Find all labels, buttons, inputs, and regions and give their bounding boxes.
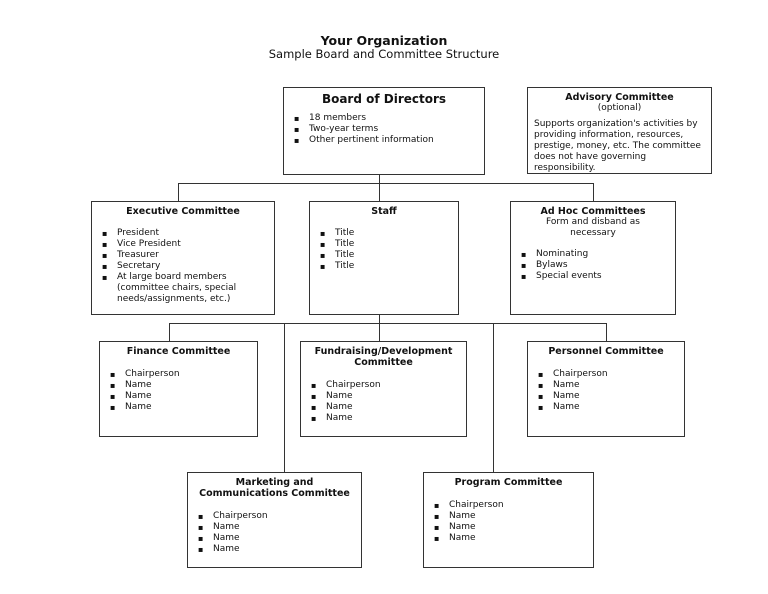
- personnel-title: Personnel Committee: [548, 346, 664, 357]
- connector-staff-up: [379, 183, 380, 201]
- list-item: Name: [536, 391, 676, 402]
- connector-level2-horizontal: [178, 183, 594, 184]
- advisory-description: Supports organization's activities by pr…: [534, 119, 701, 173]
- list-item: 18 members: [292, 113, 476, 124]
- list-item: Vice President: [100, 239, 266, 250]
- finance-list: Chairperson Name Name Name: [108, 369, 249, 413]
- list-item: Title: [318, 228, 450, 239]
- list-item: Name: [196, 533, 353, 544]
- list-item: Name: [432, 511, 585, 522]
- advisory-title: Advisory Committee: [565, 92, 674, 103]
- adhoc-subtitle: Form and disband as necessary: [546, 217, 640, 238]
- marketing-committee-box: Marketing and Communications Committee C…: [187, 472, 362, 568]
- list-item: Bylaws: [519, 260, 667, 271]
- marketing-list: Chairperson Name Name Name: [196, 511, 353, 555]
- connector-personnel-up: [606, 323, 607, 341]
- list-item: Title: [318, 261, 450, 272]
- list-item: Treasurer: [100, 250, 266, 261]
- list-item: Name: [196, 522, 353, 533]
- list-item: Name: [309, 413, 458, 424]
- personnel-list: Chairperson Name Name Name: [536, 369, 676, 413]
- list-item: Nominating: [519, 249, 667, 260]
- list-item: Name: [108, 380, 249, 391]
- adhoc-list: Nominating Bylaws Special events: [519, 249, 667, 282]
- list-item: Other pertinent information: [292, 135, 476, 146]
- list-item: Chairperson: [432, 500, 585, 511]
- board-of-directors-box: Board of Directors 18 members Two-year t…: [283, 87, 485, 175]
- page-title: Your Organization: [320, 33, 448, 48]
- page-subtitle: Sample Board and Committee Structure: [268, 47, 500, 61]
- list-item: Special events: [519, 271, 667, 282]
- connector-staff-down: [379, 315, 380, 324]
- connector-fundraising-up: [379, 323, 380, 341]
- staff-title: Staff: [371, 206, 397, 217]
- connector-finance-up: [169, 323, 170, 341]
- executive-title: Executive Committee: [126, 206, 240, 217]
- list-item: Secretary: [100, 261, 266, 272]
- list-item: Name: [432, 533, 585, 544]
- advisory-subtitle: (optional): [597, 103, 642, 113]
- staff-box: Staff Title Title Title Title: [309, 201, 459, 315]
- list-item: Title: [318, 239, 450, 250]
- list-item: Chairperson: [196, 511, 353, 522]
- connector-program-up: [493, 323, 494, 472]
- list-item: Name: [536, 402, 676, 413]
- marketing-title: Marketing and Communications Committee: [199, 477, 350, 499]
- connector-level3-horizontal: [169, 323, 607, 324]
- connector-executive-up: [178, 183, 179, 201]
- list-item: Chairperson: [108, 369, 249, 380]
- adhoc-committees-box: Ad Hoc Committees Form and disband as ne…: [510, 201, 676, 315]
- advisory-committee-box: Advisory Committee (optional) Supports o…: [527, 87, 712, 174]
- list-item: President: [100, 228, 266, 239]
- list-item: Name: [309, 391, 458, 402]
- staff-list: Title Title Title Title: [318, 228, 450, 272]
- list-item: Two-year terms: [292, 124, 476, 135]
- list-item: Name: [536, 380, 676, 391]
- list-item: Name: [309, 402, 458, 413]
- executive-list: President Vice President Treasurer Secre…: [100, 228, 266, 305]
- program-committee-box: Program Committee Chairperson Name Name …: [423, 472, 594, 568]
- program-title: Program Committee: [454, 477, 563, 488]
- list-item: Title: [318, 250, 450, 261]
- list-item: Name: [108, 391, 249, 402]
- program-list: Chairperson Name Name Name: [432, 500, 585, 544]
- board-title: Board of Directors: [321, 92, 447, 106]
- board-list: 18 members Two-year terms Other pertinen…: [292, 113, 476, 146]
- connector-marketing-up: [284, 323, 285, 472]
- list-item: Name: [108, 402, 249, 413]
- connector-adhoc-up: [593, 183, 594, 201]
- finance-title: Finance Committee: [126, 346, 231, 357]
- fundraising-title: Fundraising/Development Committee: [314, 346, 453, 368]
- finance-committee-box: Finance Committee Chairperson Name Name …: [99, 341, 258, 437]
- executive-committee-box: Executive Committee President Vice Presi…: [91, 201, 275, 315]
- connector-board-down: [379, 175, 380, 183]
- fundraising-committee-box: Fundraising/Development Committee Chairp…: [300, 341, 467, 437]
- list-item: Name: [196, 544, 353, 555]
- list-item: Chairperson: [536, 369, 676, 380]
- list-item: At large board members (committee chairs…: [100, 272, 266, 305]
- list-item: Chairperson: [309, 380, 458, 391]
- adhoc-title: Ad Hoc Committees: [540, 206, 646, 217]
- fundraising-list: Chairperson Name Name Name: [309, 380, 458, 424]
- list-item: Name: [432, 522, 585, 533]
- personnel-committee-box: Personnel Committee Chairperson Name Nam…: [527, 341, 685, 437]
